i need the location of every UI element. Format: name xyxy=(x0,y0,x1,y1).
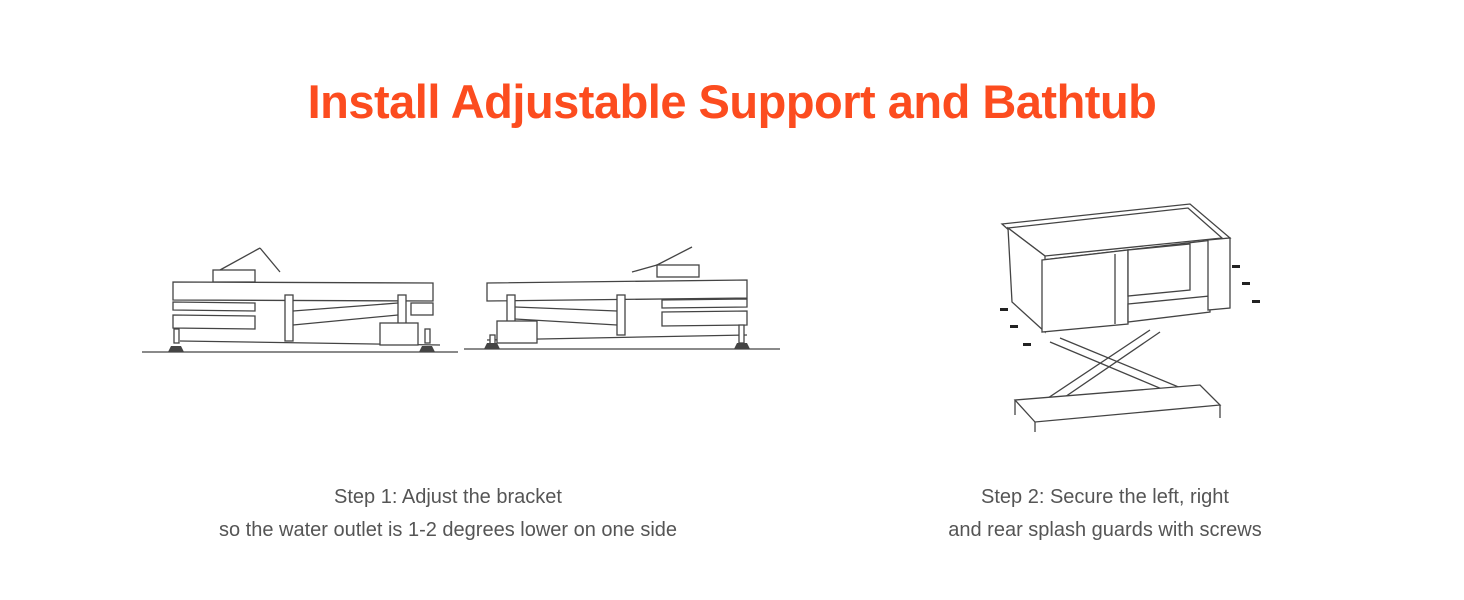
bathtub-assembly-diagram xyxy=(1000,203,1260,432)
step-1-caption: Step 1: Adjust the bracket so the water … xyxy=(148,481,748,547)
step-2-line-1: Step 2: Secure the left, right xyxy=(981,486,1229,508)
step-2-caption: Step 2: Secure the left, right and rear … xyxy=(855,481,1355,547)
step-2-line-2: and rear splash guards with screws xyxy=(948,519,1262,541)
page-title: Install Adjustable Support and Bathtub xyxy=(307,75,1157,128)
support-diagram-left xyxy=(142,247,458,353)
support-diagram-right xyxy=(464,246,780,350)
step-1-line-1: Step 1: Adjust the bracket xyxy=(334,486,562,508)
step-1-line-2: so the water outlet is 1-2 degrees lower… xyxy=(218,519,678,541)
